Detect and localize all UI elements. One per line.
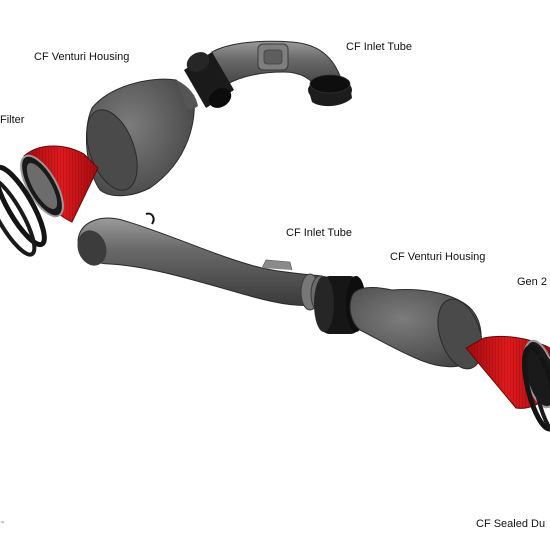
trademark-mark: ™ (0, 520, 4, 525)
label-inlet-tube-middle: CF Inlet Tube (286, 227, 353, 239)
bottom-venturi-housing (349, 287, 483, 370)
bottom-assembly (77, 212, 550, 439)
top-assembly (0, 40, 352, 257)
top-clamp-rings (0, 164, 47, 257)
label-inlet-tube-top: CF Inlet Tube (346, 41, 413, 53)
label-gen-2: Gen 2 (517, 276, 547, 288)
label-venturi-housing-middle: CF Venturi Housing (390, 251, 486, 263)
label-sealed-duct: CF Sealed Du (476, 518, 546, 530)
top-inlet-tube (211, 40, 352, 107)
top-coupler (184, 52, 234, 108)
bottom-clamp-rings (522, 344, 550, 439)
label-filter-left: Filter (0, 114, 25, 126)
top-venturi-housing (85, 78, 198, 197)
label-venturi-housing-top: CF Venturi Housing (34, 51, 130, 63)
top-cone-filter (20, 145, 99, 223)
